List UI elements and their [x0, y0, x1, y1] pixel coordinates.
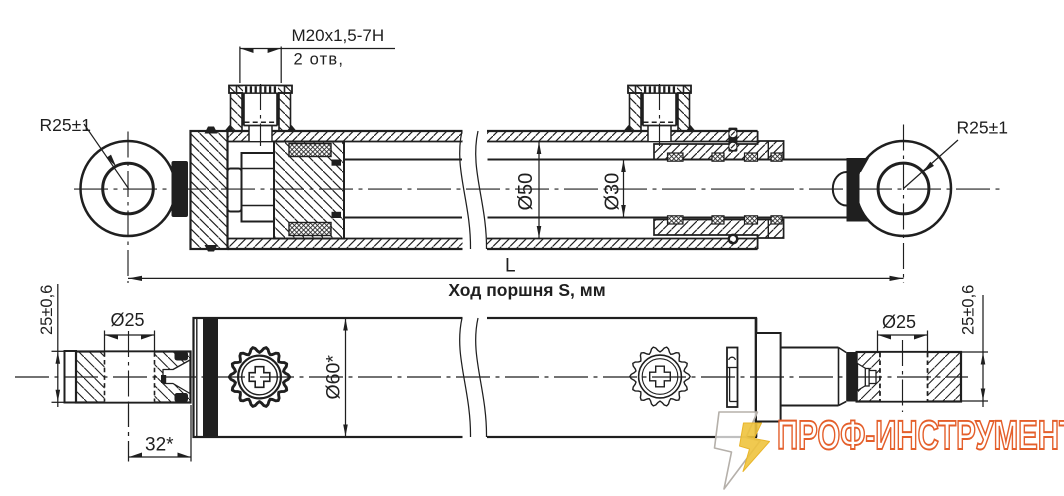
- svg-text:L: L: [505, 256, 516, 277]
- svg-text:25±0,6: 25±0,6: [960, 285, 978, 335]
- svg-text:25±0,6: 25±0,6: [38, 285, 56, 335]
- svg-text:Ø25: Ø25: [882, 312, 916, 332]
- svg-text:32*: 32*: [145, 435, 174, 456]
- svg-text:M20x1,5-7H: M20x1,5-7H: [292, 26, 385, 45]
- svg-text:Ø30: Ø30: [602, 173, 624, 211]
- svg-text:Ход поршня S, мм: Ход поршня S, мм: [448, 280, 605, 300]
- svg-text:R25±1: R25±1: [957, 118, 1008, 138]
- svg-text:2 отв,: 2 отв,: [294, 51, 345, 69]
- svg-text:Ø25: Ø25: [111, 310, 145, 330]
- svg-text:ПРОФ-ИНСТРУМЕНТ: ПРОФ-ИНСТРУМЕНТ: [777, 412, 1064, 458]
- svg-text:R25±1: R25±1: [40, 115, 91, 135]
- svg-text:Ø50: Ø50: [515, 173, 537, 211]
